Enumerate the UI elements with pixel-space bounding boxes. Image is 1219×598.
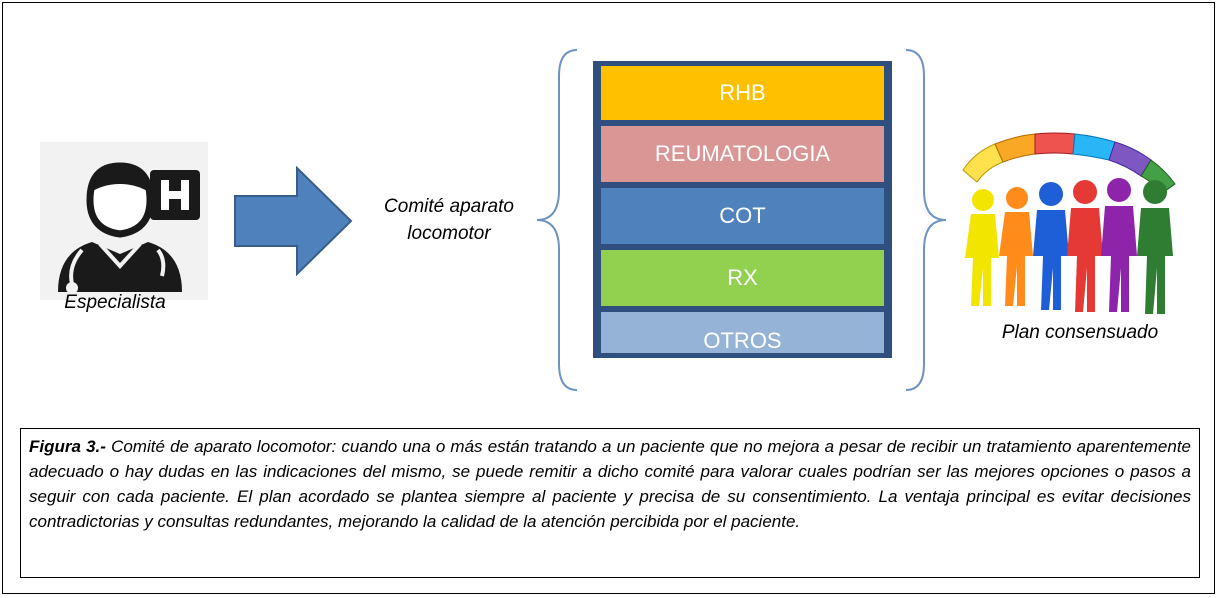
caption-lead: Figura 3.- (29, 437, 106, 456)
band-otros-label: OTROS (703, 328, 782, 353)
right-arrow-icon (234, 166, 353, 276)
team-puzzle-illustration (962, 132, 1176, 314)
committee-label-line2: locomotor (407, 223, 491, 244)
puzzle-arc (962, 132, 1176, 195)
band-rx-label: RX (727, 265, 758, 290)
caption-text: Comité de aparato locomotor: cuando una … (29, 437, 1191, 531)
committee-label: Comité aparato locomotor (364, 193, 534, 247)
specialist-icon (40, 142, 208, 300)
band-rhb: RHB (599, 64, 886, 122)
left-brace (536, 49, 578, 391)
right-brace (905, 49, 947, 391)
band-rhb-label: RHB (719, 80, 766, 105)
committee-label-line1: Comité aparato (384, 196, 514, 217)
plan-label: Plan consensuado (1001, 322, 1159, 343)
people-figures (965, 178, 1173, 314)
specialist-label: Especialista (64, 292, 166, 313)
band-reumatologia: REUMATOLOGIA (599, 124, 886, 184)
band-otros: OTROS (599, 310, 886, 355)
band-rx: RX (599, 248, 886, 308)
band-cot-label: COT (719, 203, 766, 228)
band-reumatologia-label: REUMATOLOGIA (654, 141, 831, 166)
specialty-stack: RHB REUMATOLOGIA COT RX OTROS (593, 61, 892, 358)
band-cot: COT (599, 186, 886, 246)
figure-caption: Figura 3.- Comité de aparato locomotor: … (20, 428, 1200, 578)
doctor-icon (58, 162, 200, 294)
